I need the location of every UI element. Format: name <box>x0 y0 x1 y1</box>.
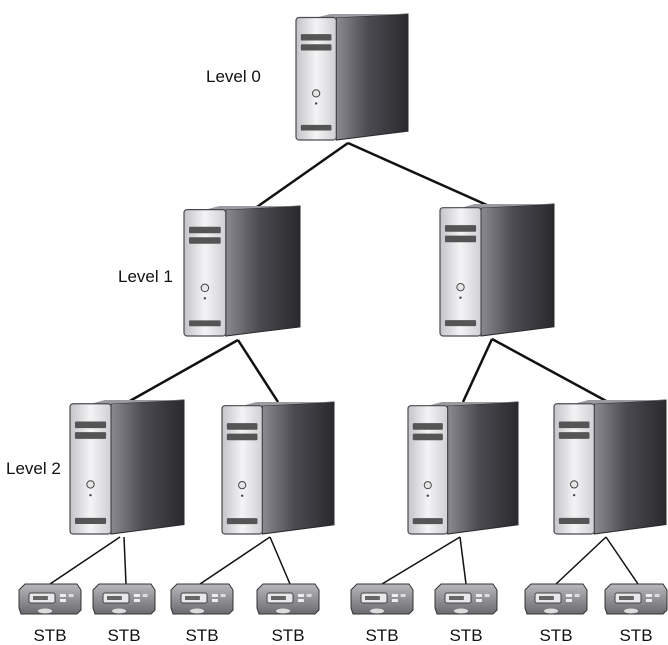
stb-labels: STB STB STB STB STB STB STB STB <box>33 626 652 645</box>
server-tower-icon <box>553 399 667 535</box>
stb-label: STB <box>365 626 398 645</box>
link-l2a-stb1 <box>49 536 121 585</box>
level-0-label: Level 0 <box>206 67 261 86</box>
stb-label: STB <box>107 626 140 645</box>
server-tower-icon <box>295 13 409 141</box>
stb-label: STB <box>449 626 482 645</box>
link-l2c-stb5 <box>381 536 461 585</box>
set-top-box-icon <box>18 583 82 615</box>
server-tower-icon <box>183 205 301 337</box>
set-top-box-icon <box>256 583 320 615</box>
set-top-box-icon <box>170 583 234 615</box>
stb-label: STB <box>33 626 66 645</box>
stb-label: STB <box>539 626 572 645</box>
link-l1b-l2d <box>491 337 609 404</box>
level-2-label: Level 2 <box>6 459 61 478</box>
set-top-box-icon <box>92 583 156 615</box>
stb-label: STB <box>271 626 304 645</box>
link-l2b-stb3 <box>199 536 271 585</box>
connection-lines <box>127 141 609 404</box>
set-top-box-icon <box>604 583 668 615</box>
server-tower-icon <box>407 401 519 535</box>
link-l2d-stb8 <box>605 536 639 585</box>
link-l2d-stb7 <box>555 536 607 585</box>
link-l0-l1b <box>347 141 499 212</box>
set-top-box-icon <box>434 583 498 615</box>
link-l2b-stb4 <box>269 536 291 585</box>
link-l0-l1a <box>243 141 349 218</box>
level-1-label: Level 1 <box>118 267 173 286</box>
set-top-box-icon <box>350 583 414 615</box>
server-tower-icon <box>221 401 335 535</box>
stb-label: STB <box>619 626 652 645</box>
stb-nodes <box>18 583 668 615</box>
server-tower-icon <box>439 203 555 337</box>
stb-label: STB <box>185 626 218 645</box>
set-top-box-icon <box>524 583 588 615</box>
link-l2a-stb2 <box>123 536 127 585</box>
link-l1b-l2c <box>461 338 494 403</box>
server-tower-icon <box>69 399 185 535</box>
server-nodes <box>69 13 667 535</box>
link-l2c-stb6 <box>459 536 467 585</box>
link-l1a-l2b <box>236 339 280 403</box>
stb-connection-lines <box>49 536 639 585</box>
link-l1a-l2a <box>127 338 239 404</box>
